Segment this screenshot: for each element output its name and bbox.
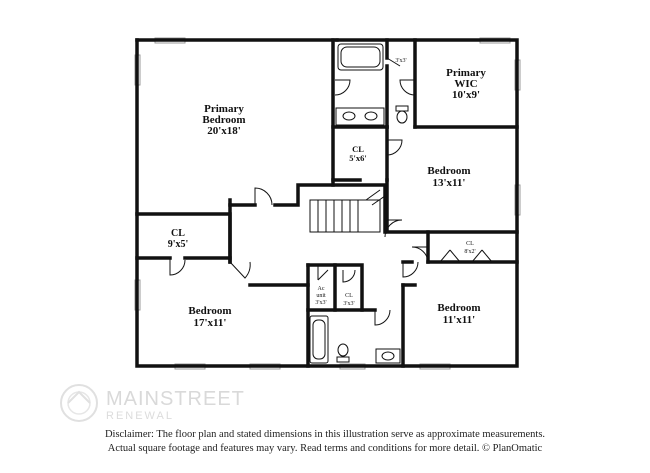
- closet-9x5-name: CL: [171, 228, 185, 239]
- primary-wic-name: Primary: [446, 67, 486, 79]
- stairs: [317, 189, 386, 232]
- bedroom-11x11-dims: 11'x11': [443, 314, 475, 326]
- ac-unit-name: Ac: [318, 286, 325, 292]
- fixtures: [309, 43, 409, 364]
- watermark-emblem-icon: [60, 384, 98, 422]
- primary-wic-dims: 10'x9': [452, 89, 480, 101]
- double-vanity: [335, 107, 385, 126]
- floor-plan: Primary Bedroom 20'x18' Primary WIC 10'x…: [134, 37, 521, 370]
- bedroom-17x11-dims: 17'x11': [193, 317, 226, 329]
- toilet-primary: [396, 110, 408, 124]
- closet-3x3-top-dims: 3'x3': [395, 58, 406, 64]
- closet-3x3-dims: 3'x3': [343, 301, 354, 307]
- closet-5x6-name: CL: [352, 144, 364, 154]
- closet-9x5-dims: 9'x5': [168, 239, 189, 250]
- disclaimer-line-1: Disclaimer: The floor plan and stated di…: [104, 429, 546, 440]
- ac-unit-name-2: unit: [316, 293, 326, 299]
- primary-bedroom-name-2: Bedroom: [202, 114, 245, 126]
- closet-3x3-name: CL: [345, 293, 353, 299]
- primary-wic-name-2: WIC: [454, 78, 477, 90]
- interior-walls: [135, 38, 519, 368]
- bathtub-top: [337, 43, 384, 71]
- watermark-sub: RENEWAL: [106, 410, 174, 422]
- primary-bedroom-dims: 20'x18': [207, 125, 241, 137]
- disclaimer-line-2: Actual square footage and features may v…: [107, 443, 543, 454]
- hall-bathtub: [309, 315, 329, 364]
- toilet-hall: [337, 343, 349, 357]
- room-labels: Primary Bedroom 20'x18' Primary WIC 10'x…: [168, 58, 487, 329]
- bedroom-13x11-dims: 13'x11': [432, 177, 465, 189]
- primary-bedroom-name: Primary: [204, 103, 244, 115]
- watermark-brand: MAINSTREET: [106, 388, 245, 410]
- closet-8x2-dims: 8'x2': [464, 249, 475, 255]
- ac-unit-dims: 3'x3': [315, 300, 326, 306]
- closet-8x2-name: CL: [466, 241, 474, 247]
- doors: [169, 57, 493, 326]
- bedroom-11x11-name: Bedroom: [437, 302, 480, 314]
- disclaimer: Disclaimer: The floor plan and stated di…: [0, 428, 650, 456]
- bedroom-13x11-name: Bedroom: [427, 165, 470, 177]
- bedroom-17x11-name: Bedroom: [188, 305, 231, 317]
- closet-5x6-dims: 5'x6': [349, 153, 366, 163]
- watermark-logo: MAINSTREET RENEWAL: [58, 382, 268, 424]
- hall-sink: [375, 348, 401, 364]
